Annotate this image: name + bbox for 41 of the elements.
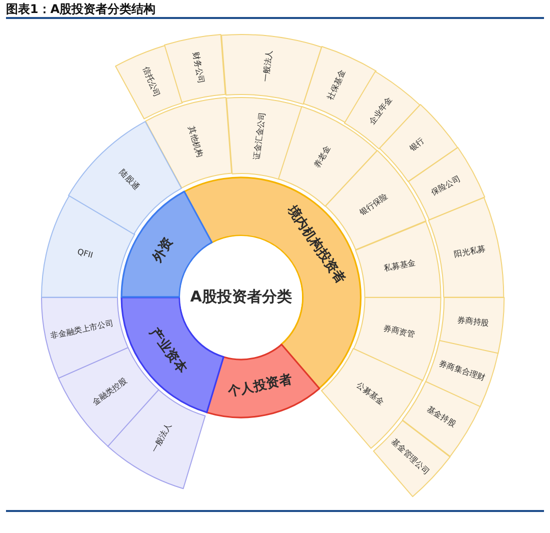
ring-segment [40,194,136,298]
segment-label: 保险公司 [430,174,462,198]
ring-segment [354,220,442,298]
ring-segment [67,120,184,236]
segment-label: 陆股通 [117,168,140,192]
ring-segment [204,342,321,418]
segment-label: 信托公司 [141,66,162,98]
segment-label: QFII [76,248,94,260]
ring-segment [40,296,130,380]
segment-label: 银行保险 [358,192,390,218]
segment-label: 券商持股 [456,316,489,328]
ring-segment [224,96,304,180]
segment-label: 券商资管 [382,324,416,339]
segment-label: 其他机构 [186,125,204,158]
segment-label: 企业年金 [368,95,394,126]
segment-label: 银行 [408,136,426,153]
segment-label: 境内机构投资者 [284,204,348,286]
ring-segment [220,32,323,106]
segment-label: 基金管理公司 [390,438,431,476]
segment-label: 券商集合理财 [438,360,486,382]
ring-segment [144,96,234,190]
segment-label: 外资 [150,236,176,265]
segment-label: 养老金 [313,144,332,170]
segment-label: 一般法人 [262,49,274,82]
segment-label: 证金汇金公司 [253,112,267,160]
segment-label: 社保基金 [326,68,348,101]
segment-label: 一般法人 [150,422,173,454]
segment-label: 公募基金 [355,382,386,408]
segment-label: 产业资本 [147,326,189,376]
ring-segment [438,296,506,355]
segment-label: 私募基金 [383,258,416,273]
center-label: A股投资者分类 [190,290,292,304]
segment-label: 财务公司 [191,51,206,84]
figure-title: 图表1：A股投资者分类结构 [6,3,156,16]
ring-segment [114,44,184,120]
segment-label: 基金持股 [424,405,456,429]
segment-label: 非金融类上市公司 [50,320,115,341]
segment-label: 阳光私募 [453,244,486,259]
ring-segment [163,33,228,104]
segment-label: 金融类控股 [91,377,128,408]
segment-label: 个人投资者 [226,372,293,400]
